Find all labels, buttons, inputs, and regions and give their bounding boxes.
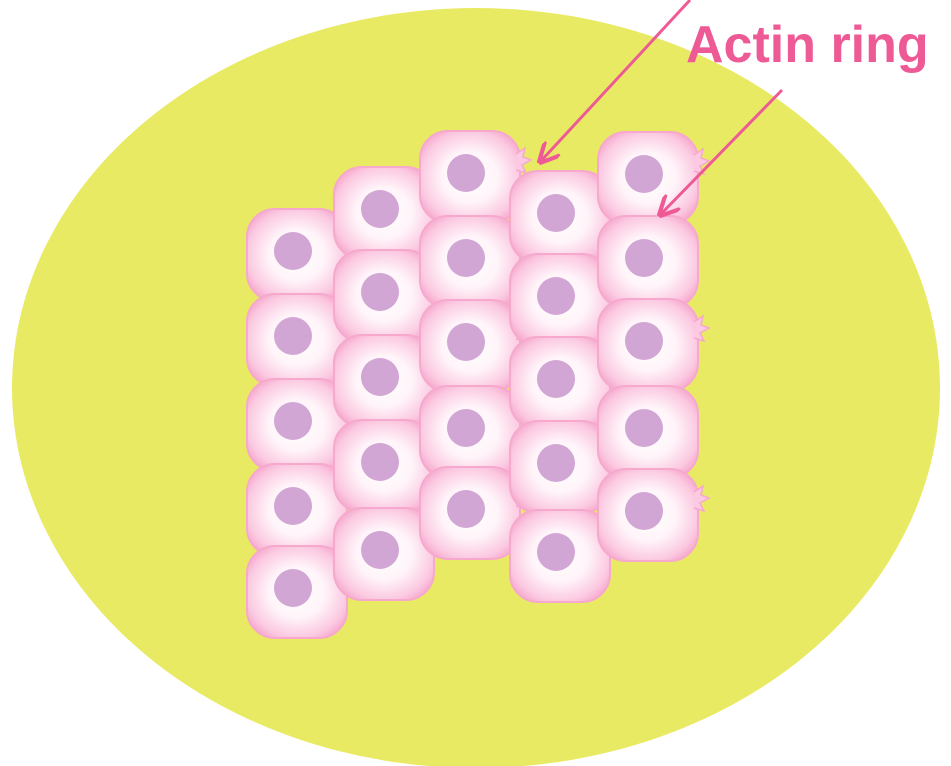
cell — [510, 171, 610, 263]
cell — [420, 386, 520, 478]
cell — [247, 464, 347, 556]
cell — [598, 216, 698, 308]
cell-nucleus — [361, 190, 399, 228]
cell-nucleus — [625, 155, 663, 193]
cell-nucleus — [537, 533, 575, 571]
cell — [510, 510, 610, 602]
cell-nucleus — [625, 409, 663, 447]
cell-nucleus — [361, 443, 399, 481]
cell — [510, 337, 610, 429]
cell-nucleus — [361, 273, 399, 311]
cell-nucleus — [625, 492, 663, 530]
cell-nucleus — [274, 402, 312, 440]
cell — [598, 469, 709, 561]
cell-nucleus — [537, 277, 575, 315]
cell — [247, 294, 347, 386]
cell-nucleus — [625, 322, 663, 360]
cell-nucleus — [274, 317, 312, 355]
cell-nucleus — [274, 487, 312, 525]
cell — [598, 299, 709, 391]
cell-nucleus — [447, 239, 485, 277]
cell-nucleus — [537, 444, 575, 482]
cell-nucleus — [447, 154, 485, 192]
cell-nucleus — [447, 490, 485, 528]
cell-nucleus — [447, 409, 485, 447]
actin-ring-label: Actin ring — [686, 16, 929, 74]
cell-nucleus — [361, 531, 399, 569]
cell-nucleus — [274, 569, 312, 607]
cell-nucleus — [537, 194, 575, 232]
cell — [598, 132, 709, 224]
cell — [598, 386, 698, 478]
cell-nucleus — [361, 358, 399, 396]
cell-nucleus — [274, 232, 312, 270]
cell-nucleus — [537, 360, 575, 398]
cell — [420, 216, 520, 308]
cell-nucleus — [625, 239, 663, 277]
cell-nucleus — [447, 323, 485, 361]
